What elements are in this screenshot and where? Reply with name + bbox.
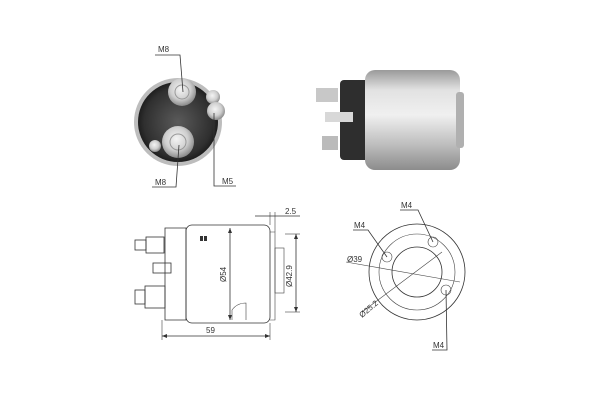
dim-inner-diameter: Ø25.2 bbox=[358, 298, 381, 319]
top-stud-nut bbox=[316, 88, 338, 102]
solenoid-can bbox=[365, 70, 460, 170]
label-hole-top: M4 bbox=[401, 201, 413, 210]
bore bbox=[391, 246, 443, 298]
bottom-stud-nut bbox=[322, 136, 338, 150]
dim-body-diameter: Ø54 bbox=[219, 266, 228, 282]
dim-gap: 2.5 bbox=[285, 207, 297, 216]
label-bottom-m8: M8 bbox=[155, 178, 167, 187]
hole-left bbox=[381, 251, 393, 263]
front-drawing: Ø39 Ø25.2 M4 M4 M4 bbox=[345, 201, 466, 351]
cap-outline bbox=[164, 227, 187, 321]
nose bbox=[274, 247, 285, 294]
outer-flange bbox=[368, 223, 466, 321]
side-drawing: Ø54 Ø42.9 2.5 59 bbox=[134, 207, 300, 340]
end-view-callouts: M8 M8 M5 bbox=[152, 45, 236, 188]
nose-step bbox=[270, 231, 276, 321]
end-view-photo bbox=[134, 78, 225, 166]
label-hole-left: M4 bbox=[354, 221, 366, 230]
top-m8-terminal bbox=[168, 78, 196, 106]
bolt-circle bbox=[378, 233, 456, 311]
label-hole-bottom: M4 bbox=[433, 341, 445, 350]
bottom-nut bbox=[144, 285, 166, 309]
dim-nose-diameter: Ø42.9 bbox=[285, 265, 294, 287]
label-top-m8: M8 bbox=[158, 45, 170, 54]
body-outline bbox=[185, 224, 271, 324]
bottom-m8-terminal bbox=[162, 126, 194, 158]
terminal-cap-side bbox=[340, 80, 372, 160]
label-m5: M5 bbox=[222, 177, 234, 186]
side-photo bbox=[316, 70, 464, 170]
middle-stud bbox=[152, 262, 172, 274]
dim-length: 59 bbox=[206, 326, 215, 335]
bracket bbox=[231, 302, 247, 320]
dim-outer-diameter: Ø39 bbox=[347, 255, 363, 264]
middle-stud bbox=[325, 112, 353, 122]
top-nut bbox=[145, 236, 165, 254]
m5-terminal bbox=[207, 102, 225, 120]
hole-top bbox=[427, 236, 439, 248]
plunger-nose bbox=[456, 92, 464, 148]
